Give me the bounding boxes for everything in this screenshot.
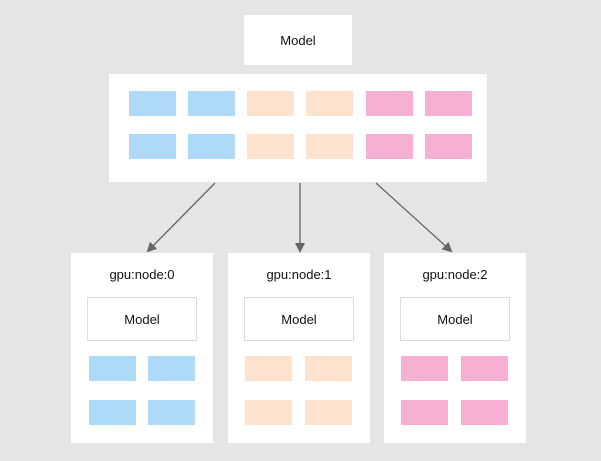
node-shard-block	[305, 400, 352, 425]
gpu-node-0-panel: gpu:node:0 Model	[71, 253, 213, 443]
node-shard-block	[401, 400, 448, 425]
node-shard-block	[148, 356, 195, 381]
shard-block-peach	[306, 91, 353, 116]
shard-block-blue	[129, 134, 176, 159]
node-title: gpu:node:0	[109, 267, 175, 282]
node-shard-block	[89, 400, 136, 425]
node-shard-block	[89, 356, 136, 381]
top-model-label: Model	[280, 32, 316, 48]
shard-block-blue	[188, 134, 235, 159]
node-model-box: Model	[400, 297, 510, 341]
shard-block-blue	[129, 91, 176, 116]
parameter-shards-panel	[109, 74, 487, 182]
gpu-node-1-panel: gpu:node:1 Model	[228, 253, 370, 443]
node-shard-block	[148, 400, 195, 425]
node-shard-block	[245, 400, 292, 425]
shard-block-peach	[306, 134, 353, 159]
shard-block-pink	[425, 91, 472, 116]
shard-block-peach	[247, 134, 294, 159]
node-shard-block	[401, 356, 448, 381]
node-shard-block	[461, 400, 508, 425]
node-shard-block	[245, 356, 292, 381]
arrow-to-node-0	[146, 182, 216, 253]
node-title: gpu:node:1	[266, 267, 332, 282]
gpu-node-2-panel: gpu:node:2 Model	[384, 253, 526, 443]
node-model-box: Model	[244, 297, 354, 341]
shard-block-pink	[425, 134, 472, 159]
node-shard-block	[461, 356, 508, 381]
shard-block-pink	[366, 91, 413, 116]
top-model-box: Model	[244, 15, 352, 65]
arrow-to-node-2	[375, 182, 453, 253]
shard-block-pink	[366, 134, 413, 159]
shard-block-blue	[188, 91, 235, 116]
node-model-box: Model	[87, 297, 197, 341]
node-shard-block	[305, 356, 352, 381]
shard-block-peach	[247, 91, 294, 116]
node-title: gpu:node:2	[422, 267, 488, 282]
